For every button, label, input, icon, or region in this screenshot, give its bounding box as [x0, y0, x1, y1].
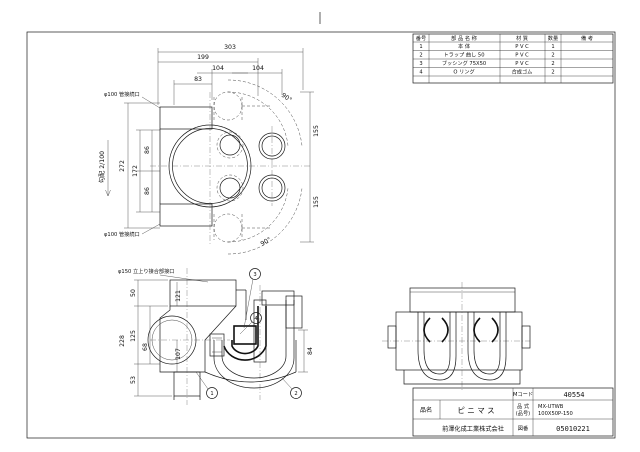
- dim-228: 228: [119, 335, 126, 347]
- dim-155-bottom: 155: [313, 196, 320, 208]
- balloon-3: 3: [253, 272, 256, 278]
- balloon-2: 2: [294, 391, 297, 397]
- parts-table: 番号 部 品 名 称 材 質 数量 備 考 1 本 体 P V C 1 2 トラップ 曲し…: [412, 33, 614, 84]
- mcode-label: Mコード: [513, 391, 533, 398]
- plan-view: 303 199 104 104 83 272 172 86 86 勾配 2/10…: [98, 44, 320, 255]
- dim-84: 84: [307, 347, 314, 355]
- dim-53: 53: [130, 376, 137, 384]
- drawing-number: 05010221: [556, 425, 590, 433]
- dim-86-bottom: 86: [144, 187, 151, 195]
- model-label-2: (品号): [516, 410, 530, 417]
- dim-104-right: 104: [252, 65, 264, 72]
- dim-155-top: 155: [313, 125, 320, 137]
- model-value-2: 100X50P-150: [538, 411, 573, 417]
- dim-121: 121: [175, 290, 182, 302]
- dim-50: 50: [130, 289, 137, 297]
- model-label-1: 品 式: [517, 402, 530, 410]
- parts-table-cell: 2: [551, 53, 554, 59]
- parts-table-rows: 1 本 体 P V C 1 2 トラップ 曲し 50 P V C 2 3 ブッシング 75X50 P…: [419, 42, 554, 76]
- parts-table-cell: O リング: [453, 68, 474, 76]
- product-name: ピ ニ マ ス: [457, 406, 494, 415]
- parts-table-cell: 2: [419, 53, 422, 59]
- dim-125: 125: [130, 330, 137, 342]
- balloon-1: 1: [210, 391, 213, 397]
- dim-199: 199: [197, 54, 209, 61]
- parts-table-cell: 4: [419, 70, 423, 76]
- dim-104-left: 104: [212, 65, 224, 72]
- drawing-border: [26, 31, 616, 439]
- model-value-1: MX-UTWB: [538, 404, 564, 410]
- dim-107: 107: [175, 348, 182, 360]
- parts-table-cell: P V C: [515, 44, 529, 50]
- product-name-label: 品名: [420, 406, 432, 414]
- dim-86-top: 86: [144, 146, 151, 154]
- table-header-material: 材 質: [516, 34, 528, 42]
- balloon-4: 4: [254, 316, 258, 322]
- parts-table-cell: 1: [551, 44, 554, 50]
- company-name: 前澤化成工業株式会社: [442, 425, 504, 433]
- parts-table-cell: 2: [551, 70, 554, 76]
- table-header-remarks: 備 考: [581, 34, 593, 42]
- inlet-top-label: φ100 管接続口: [104, 90, 140, 98]
- dim-272: 272: [119, 160, 126, 172]
- parts-table-cell: トラップ 曲し 50: [443, 51, 484, 59]
- parts-table-cell: 2: [551, 61, 554, 67]
- parts-table-cell: 合成ゴム: [512, 68, 533, 76]
- parts-table-cell: ブッシング 75X50: [442, 59, 486, 67]
- mcode-value: 40554: [563, 391, 584, 399]
- slope-label: 勾配 2/100: [98, 151, 106, 183]
- side-view: [382, 282, 531, 392]
- parts-table-cell: 1: [419, 44, 422, 50]
- dim-172: 172: [132, 165, 139, 177]
- inlet-bottom-label: φ100 管接続口: [104, 230, 140, 238]
- dim-68: 68: [142, 343, 149, 351]
- parts-table-cell: 本 体: [458, 42, 471, 50]
- table-header-part-name: 部 品 名 称: [451, 34, 477, 42]
- drawing-number-label: 図番: [518, 425, 529, 432]
- dim-303: 303: [224, 44, 236, 51]
- title-block: Mコード 40554 品 式 (品号) MX-UTWB 100X50P-150 …: [412, 387, 614, 437]
- riser-label: φ150 立上り接合部接口: [118, 267, 174, 275]
- parts-table-cell: 3: [419, 61, 422, 67]
- table-header-quantity: 数量: [548, 34, 558, 42]
- table-header-number: 番号: [416, 35, 426, 42]
- dim-83: 83: [194, 76, 202, 83]
- section-view: φ150 立上り接合部接口: [118, 267, 314, 405]
- parts-table-cell: P V C: [515, 61, 529, 67]
- parts-table-cell: P V C: [515, 53, 529, 59]
